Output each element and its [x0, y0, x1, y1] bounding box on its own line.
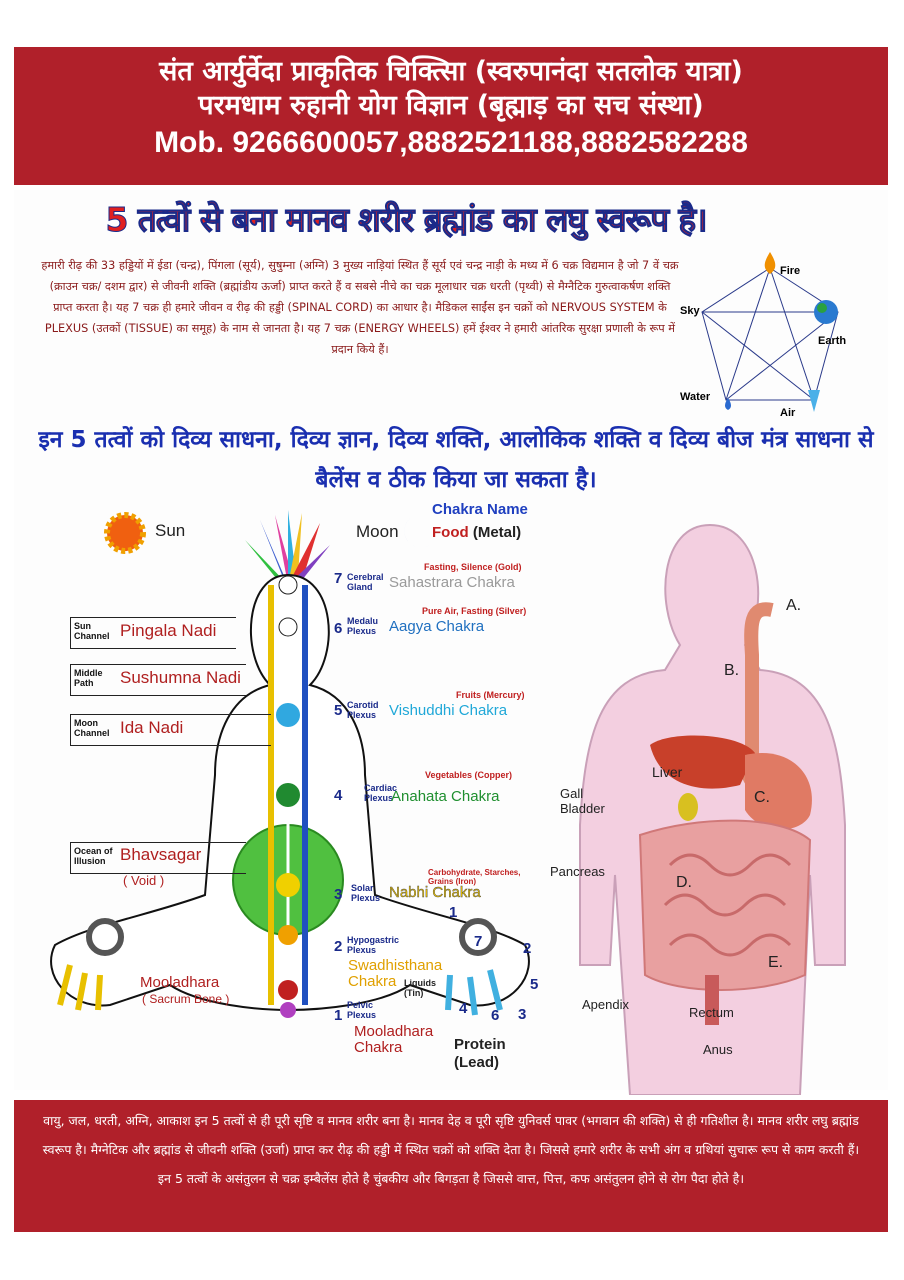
- mooladhara-chakra-icon: [278, 980, 298, 1000]
- element-air: Air: [780, 407, 796, 419]
- anus-label: Anus: [703, 1042, 733, 1057]
- chakra-num: 4: [334, 787, 343, 804]
- mooladhara-left-label: Mooladhara: [140, 974, 220, 991]
- anatomy-label-c: C.: [754, 789, 770, 806]
- rectum-label: Rectum: [689, 1005, 734, 1020]
- apendix-label: Apendix: [582, 997, 629, 1012]
- anatomy-label-a: A.: [786, 597, 802, 614]
- header-line-1: संत आर्युर्वेदा प्राकृतिक चिक्त्सिा (स्व…: [159, 56, 743, 87]
- left-hand-circle: [86, 918, 124, 956]
- stomach-shape: [745, 753, 812, 830]
- nadi-sushumna: Sushumna Nadi: [120, 668, 241, 687]
- crown-rays: [245, 510, 330, 585]
- main-title: 5 तत्वों से बना मानव शरीर ब्रह्मांड का ल…: [105, 200, 708, 240]
- digestive-system-figure: [579, 523, 846, 1095]
- earth-icon: [814, 300, 838, 324]
- chakra-name-swadhisthana: Swadhisthana Chakra: [348, 957, 443, 990]
- nadi-bhavsagar: Bhavsagar: [120, 845, 202, 864]
- header-line-2: परमधाम रुहानी योग विज्ञान (बृह्माड़ का स…: [198, 90, 704, 121]
- nadi-pingala: Pingala Nadi: [120, 621, 217, 640]
- hand-number: 5: [530, 976, 539, 993]
- chakra-num: 3: [334, 886, 343, 903]
- hand-number: 7: [474, 933, 483, 950]
- liver-shape: [650, 735, 755, 789]
- gall-bladder-shape: [678, 793, 698, 821]
- vishuddhi-chakra-icon: [276, 703, 300, 727]
- sun-label: Sun: [155, 521, 186, 540]
- chakra-name-nabhi: Nabhi Chakra: [389, 884, 481, 901]
- sacrum-bone-label: ( Sacrum Bone ): [142, 992, 230, 1006]
- food-header: Food (Metal): [432, 524, 522, 541]
- chakra-name-mooladhara: Mooladhara Chakra: [354, 1023, 434, 1056]
- nadi-box-sushumna: [70, 664, 246, 696]
- anatomy-label-e: E.: [768, 954, 784, 971]
- five-elements-diagram: Fire Earth Air Water Sky: [680, 252, 846, 419]
- chakra-food: Carbohydrate, Starches, Grains (Iron): [428, 868, 521, 886]
- nadi-box-bhavsagar: [70, 842, 246, 874]
- anatomy-label-d: D.: [676, 874, 692, 891]
- nadi-box-pingala: [70, 617, 236, 649]
- header-phone: Mob. 9266600057,8882521188,8882582288: [154, 126, 748, 159]
- gall-bladder-label: Gall Bladder: [560, 786, 605, 816]
- hand-number: 2: [523, 940, 532, 957]
- water-icon: [725, 398, 731, 410]
- nadi-box-ida: [70, 714, 271, 746]
- chakra-food: Pure Air, Fasting (Silver): [422, 606, 527, 616]
- chakra-num: 6: [334, 620, 343, 637]
- chakra-num: 2: [334, 938, 343, 955]
- chakra-name-sahastrara: Sahastrara Chakra: [389, 574, 515, 591]
- sub-heading: इन 5 तत्वों को दिव्य साधना, दिव्य ज्ञान,…: [38, 427, 874, 493]
- anahata-chakra-icon: [276, 783, 300, 807]
- swadhisthana-chakra-icon: [278, 925, 298, 945]
- chakra-name-vishuddhi: Vishuddhi Chakra: [389, 702, 508, 719]
- chakra-food: Liquids (Tin): [404, 978, 436, 998]
- chakra-food: Vegetables (Copper): [425, 770, 513, 780]
- chakra-food: Protein (Lead): [454, 1036, 506, 1071]
- pancreas-label: Pancreas: [550, 864, 605, 879]
- hand-number: 6: [491, 1007, 500, 1024]
- sun-icon: [104, 512, 146, 554]
- chakra-name-aagya: Aagya Chakra: [389, 618, 485, 635]
- nadi-ida: Ida Nadi: [120, 718, 184, 737]
- element-water: Water: [680, 391, 711, 403]
- footer-banner: वायु, जल, धरती, अग्नि, आकाश इन 5 तत्वों …: [14, 1100, 888, 1232]
- element-fire: Fire: [780, 265, 800, 277]
- element-earth: Earth: [818, 335, 846, 347]
- bhavsagar-void: ( Void ): [123, 873, 165, 888]
- chakra-food: Fruits (Mercury): [456, 690, 525, 700]
- hand-number: 3: [518, 1006, 527, 1023]
- element-sky: Sky: [680, 305, 700, 317]
- chakra-name-header: Chakra Name: [432, 501, 528, 518]
- chakra-num: 1: [334, 1007, 343, 1024]
- intro-paragraph: हमारी रीढ़ की 33 हड्डियों में ईडा (चन्द्…: [41, 259, 679, 356]
- intestine-shape: [638, 819, 812, 991]
- moon-icon: [404, 517, 430, 548]
- fire-icon: [764, 252, 776, 274]
- anatomy-label-b: B.: [724, 662, 740, 679]
- chakra-num: 5: [334, 702, 343, 719]
- right-hand-circle: [459, 918, 497, 956]
- air-icon: [808, 390, 820, 412]
- hand-number: 4: [459, 1000, 468, 1017]
- hand-number: 1: [449, 904, 458, 921]
- chakra-food: Fasting, Silence (Gold): [424, 562, 522, 572]
- moon-label: Moon: [356, 522, 399, 541]
- chakra-name-anahata: Anahata Chakra: [391, 788, 500, 805]
- chakra-figure: [50, 510, 530, 1018]
- header-banner: संत आर्युर्वेदा प्राकृतिक चिक्त्सिा (स्व…: [14, 47, 888, 185]
- chakra-num: 7: [334, 570, 343, 587]
- nabhi-chakra-icon: [276, 873, 300, 897]
- liver-label: Liver: [652, 764, 683, 780]
